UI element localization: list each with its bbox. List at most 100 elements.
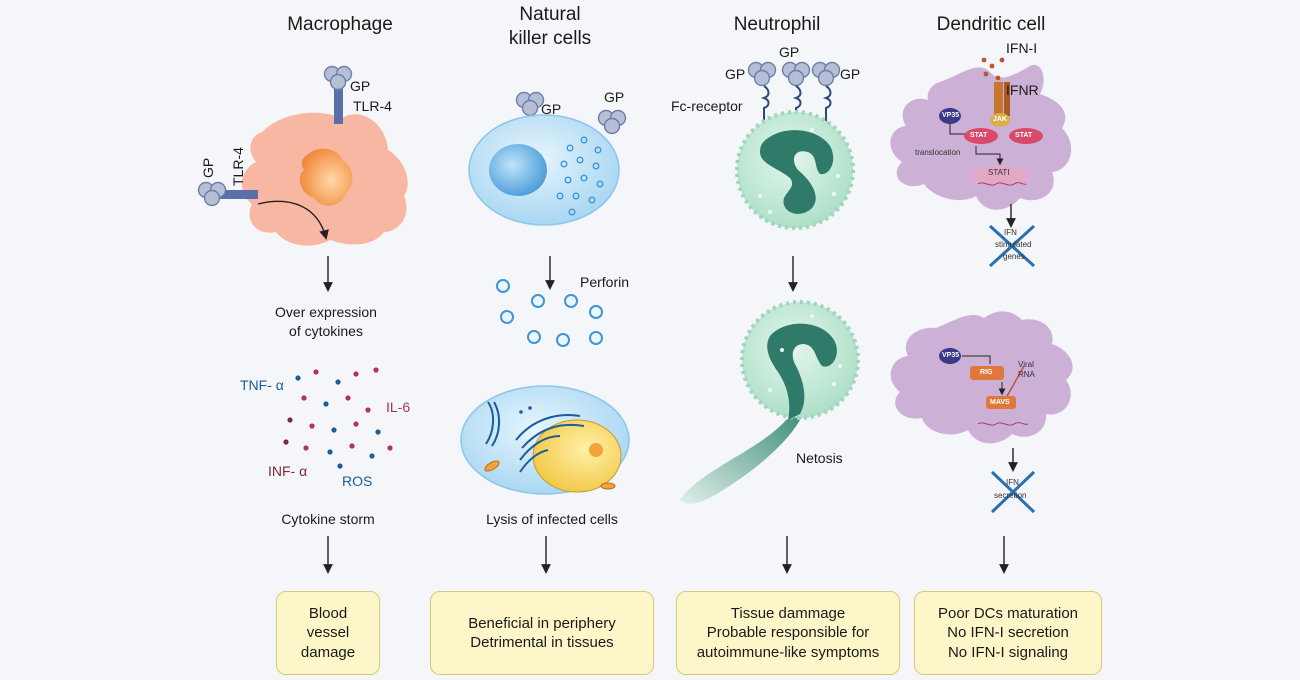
translocation-label: translocation — [915, 148, 961, 157]
ifnr-receptor — [994, 82, 1003, 116]
mitochondrion — [600, 482, 616, 490]
ifnr-receptor-b — [1004, 82, 1010, 116]
gp-molecule-left — [197, 181, 227, 207]
vp35-node — [939, 108, 961, 124]
infected-cell-nucleus — [532, 419, 622, 493]
nk-column — [460, 91, 630, 574]
tnf-label: TNF- α — [240, 377, 284, 393]
stat-label-b: STAT — [1015, 132, 1033, 139]
netosis-trap — [680, 412, 804, 504]
crossed-label-2a: IFN — [1006, 478, 1019, 487]
jak-node — [990, 113, 1010, 127]
gp-label: GP — [725, 66, 746, 82]
gp-molecule — [597, 109, 627, 135]
vp35-label-2: VP35 — [942, 352, 960, 359]
rna-label: RNA — [1018, 370, 1035, 379]
tlr4-label-top: TLR-4 — [353, 98, 392, 114]
cytokine-storm-label: Cytokine storm — [281, 511, 375, 527]
outcome-line: Poor DCs maturation — [937, 605, 1079, 623]
gp-molecule — [515, 91, 545, 117]
ifn-dots — [981, 57, 1005, 81]
cross-mark-1 — [988, 224, 1036, 268]
outcome-box-neutrophil: Tissue dammage Probable responsible for … — [676, 591, 900, 675]
outcome-line: vessel — [306, 624, 350, 642]
lysis-label: Lysis of infected cells — [486, 511, 618, 527]
fc-receptors — [760, 85, 832, 124]
outcome-line: Detrimental in tissues — [470, 634, 614, 651]
stat-node-b — [1009, 128, 1043, 144]
nk-granules — [556, 136, 604, 216]
neutrophil-title: Neutrophil — [733, 14, 821, 35]
dendritic-column — [890, 57, 1073, 574]
cytokine-dots — [283, 367, 393, 469]
gp-label-left: GP — [200, 157, 216, 178]
perforin-label: Perforin — [580, 274, 630, 290]
outcome-line: autoimmune-like symptoms — [696, 643, 880, 661]
perforin-granules — [496, 279, 603, 347]
granules — [768, 314, 842, 392]
mavs-label: MAVS — [990, 399, 1010, 406]
fc-receptor-label: Fc-receptor — [671, 98, 743, 114]
vp35-node-2 — [939, 348, 961, 364]
stat1-label: STATI — [988, 168, 1010, 177]
inhibition-line — [962, 355, 991, 364]
crossed-label-1a: IFN — [1004, 228, 1017, 237]
nk-title-1: Natural — [519, 4, 581, 25]
overexpression-label-1: Over expression — [275, 304, 377, 320]
crossed-label-2b: secretion — [994, 491, 1027, 500]
netosis-label: Netosis — [796, 450, 843, 466]
gp-molecule-top — [323, 65, 353, 91]
cross-mark-2 — [990, 470, 1036, 514]
dna-strand — [977, 422, 1029, 426]
gp-label: GP — [779, 44, 800, 60]
outcome-line: No IFN-I signaling — [947, 643, 1069, 661]
gp-label: GP — [604, 89, 625, 105]
organelles — [485, 401, 585, 473]
stat1-dna — [970, 166, 1030, 186]
viral-rna-line — [1005, 365, 1025, 399]
signal-arrow — [257, 200, 329, 240]
macrophage-title: Macrophage — [287, 14, 393, 35]
inhibition-line — [949, 124, 966, 135]
tlr4-receptor-left — [214, 190, 258, 199]
gp-label-top: GP — [350, 78, 371, 94]
dot — [519, 410, 523, 414]
mavs-node — [986, 396, 1016, 409]
macrophage-nucleus — [299, 148, 353, 206]
stat-node-a — [964, 128, 998, 144]
outcome-line: Probable responsible for — [706, 624, 870, 642]
outcome-line: Beneficial in periphery — [468, 614, 616, 632]
rig-node — [970, 366, 1004, 380]
tlr4-receptor-top — [334, 84, 343, 124]
dot — [528, 406, 532, 410]
gp-molecule — [811, 61, 841, 87]
ifn-label: IFN-I — [1006, 40, 1038, 56]
outcome-line: Tissue dammage — [730, 605, 846, 623]
outcome-line: Blood — [308, 605, 348, 623]
translocation-arrow — [975, 146, 1004, 166]
il6-label: IL-6 — [386, 399, 411, 415]
gp-molecule — [747, 61, 777, 87]
outcome-line: damage — [300, 643, 356, 661]
gp-label: GP — [840, 66, 861, 82]
outcome-box-dendritic: Poor DCs maturation No IFN-I secretion N… — [914, 591, 1102, 675]
crossed-label-1b: stimulated — [995, 240, 1032, 249]
viral-label: Viral — [1018, 360, 1034, 369]
overexpression-label-2: of cytokines — [289, 323, 363, 339]
nk-nucleus — [489, 144, 547, 196]
outcome-box-nk: Beneficial in periphery Detrimental in t… — [430, 591, 654, 675]
rig-label: RIG — [980, 369, 993, 376]
outcome-line: No IFN-I secretion — [947, 624, 1069, 642]
ros-label: ROS — [342, 473, 373, 489]
ifnr-label: IFNR — [1006, 82, 1039, 98]
gp-molecule — [781, 61, 811, 87]
macrophage-column — [197, 65, 408, 574]
outcome-box-macrophage: Blood vessel damage — [276, 591, 380, 675]
mitochondrion — [484, 460, 500, 472]
netosis-nucleus — [767, 323, 837, 420]
vp35-label: VP35 — [942, 112, 960, 119]
nucleolus — [589, 443, 603, 457]
dna-strand — [977, 182, 1027, 186]
